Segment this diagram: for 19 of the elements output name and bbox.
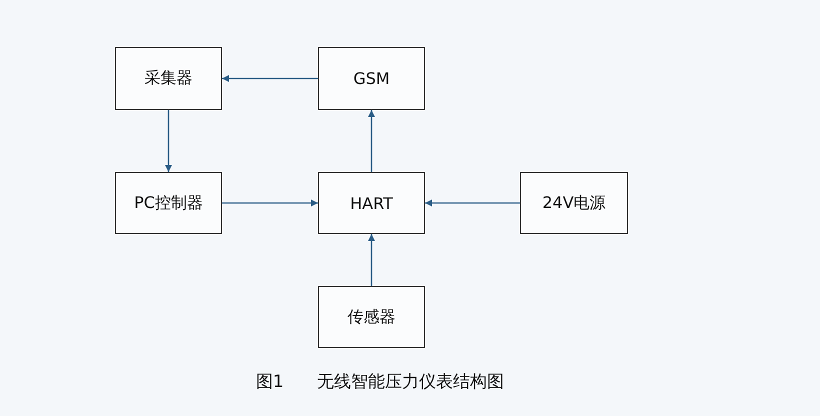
process-box [318, 172, 425, 234]
box-label: GSM [353, 69, 390, 88]
arrow [165, 110, 172, 172]
box-label: 传感器 [348, 306, 396, 328]
figure-caption: 图1 无线智能压力仪表结构图 [254, 371, 506, 393]
process-box [115, 47, 222, 110]
arrow [368, 234, 375, 286]
process-box [318, 286, 425, 348]
box-label: 采集器 [144, 68, 192, 89]
arrow [368, 110, 375, 172]
box-label: HART [350, 194, 393, 212]
process-box [520, 172, 628, 234]
process-box [318, 47, 425, 110]
arrow [222, 75, 318, 82]
arrow [425, 200, 520, 206]
arrow [222, 200, 318, 206]
box-label: PC控制器 [134, 192, 203, 214]
process-box [115, 172, 222, 234]
box-label: 24V电源 [542, 192, 606, 214]
